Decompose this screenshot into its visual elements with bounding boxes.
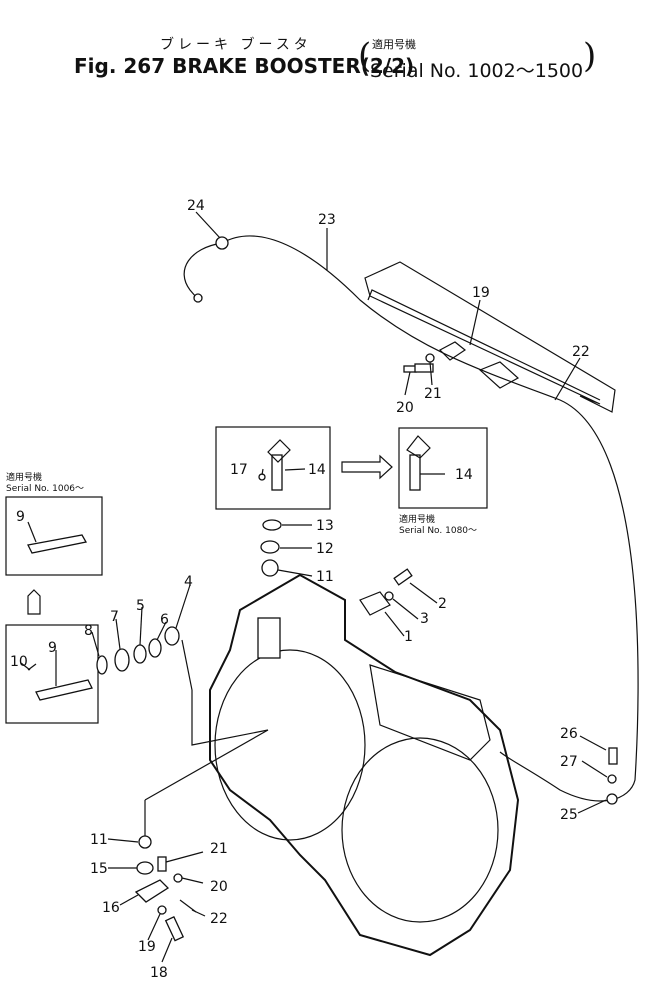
callout-4: 4 [184,574,193,590]
clip-29 [606,793,618,805]
callout-11-bottom: 11 [90,832,108,848]
figure-number: Fig. 267 [74,54,166,78]
callout-17: 17 [230,462,248,478]
title-japanese: ブレーキ ブースタ [160,37,312,53]
cable-end-left [183,242,223,298]
callout-15: 15 [90,861,108,877]
washer-25 [425,353,435,363]
callout-1: 1 [404,629,413,645]
bearing-7 [114,648,130,672]
pipe [257,617,281,659]
callout-18: 18 [150,965,168,981]
cable-27 [221,235,639,802]
callout-10: 10 [10,654,28,670]
callout-30: 26 [560,726,578,742]
inset-right-jp: 適用号機 [399,513,435,525]
washer-19 [157,905,167,915]
callout-5: 5 [136,598,145,614]
bolt-24 [403,365,417,373]
bolt-2 [393,568,413,586]
figure-name: BRAKE BOOSTER(2/2) [172,54,415,78]
housing-body [209,573,520,957]
callout-27: 23 [318,212,336,228]
bracket-1 [359,591,391,616]
bushing-4 [164,626,180,646]
arrow-right [341,454,393,480]
inset-box-center [215,426,331,510]
callout-8: 8 [84,623,93,639]
callout-24: 20 [396,400,414,416]
figure-title: Fig. 267 BRAKE BOOSTER(2/2) [74,54,414,78]
callout-13: 13 [316,518,334,534]
inset-left-jp: 適用号機 [6,471,42,483]
callout-14-a: 14 [308,462,326,478]
lever-16 [134,879,170,903]
callout-6: 6 [160,612,169,628]
callout-21: 21 [210,841,228,857]
inset-left-serial: Serial No. 1006～ [6,484,84,494]
callout-3: 3 [420,611,429,627]
callout-11-top: 11 [316,569,334,585]
bore-right [341,737,499,923]
serial-range: Serial No. 1002～1500 [370,60,584,82]
callout-31: 27 [560,754,578,770]
callout-28: 24 [187,198,205,214]
callout-16: 16 [102,900,120,916]
callout-25: 21 [424,386,442,402]
bolt-30 [608,747,618,765]
inset-box-left-bottom [5,624,99,724]
bracket-plate [364,261,616,413]
inset-box-left-top [5,496,103,576]
bolt-18 [164,916,185,942]
serial-japanese: 適用号機 [372,38,416,51]
callout-22: 22 [210,911,228,927]
clip-28 [215,236,229,250]
fitting-left [193,293,203,303]
callout-19: 19 [138,939,156,955]
callout-20: 20 [210,879,228,895]
washer-8 [96,655,108,675]
callout-2: 2 [438,596,447,612]
callout-23: 19 [472,285,490,301]
booster-body [369,664,491,761]
bore-left [214,649,366,841]
callout-12: 12 [316,541,334,557]
callout-9-bottom: 9 [48,640,57,656]
washer-13 [262,519,282,531]
bushing-11-lower [138,835,152,849]
inset-right-serial: Serial No. 1080～ [399,526,477,536]
washer-3 [384,591,394,601]
arrow-up [27,589,41,615]
right-bracket: ) [583,36,597,76]
inset-box-right [398,427,488,509]
callout-14-b: 14 [455,467,473,483]
callout-29: 25 [560,807,578,823]
seal-12 [260,540,280,554]
part-15 [136,861,154,875]
left-bracket: ( [358,36,372,76]
ring-5 [133,644,147,664]
washer-31 [607,774,617,784]
nut-20 [173,873,183,883]
bushing-11 [261,559,279,577]
callout-9-top: 9 [16,509,25,525]
callout-26: 22 [572,344,590,360]
bolt-21 [157,856,167,872]
callout-7: 7 [110,609,119,625]
ring-6 [148,638,162,658]
